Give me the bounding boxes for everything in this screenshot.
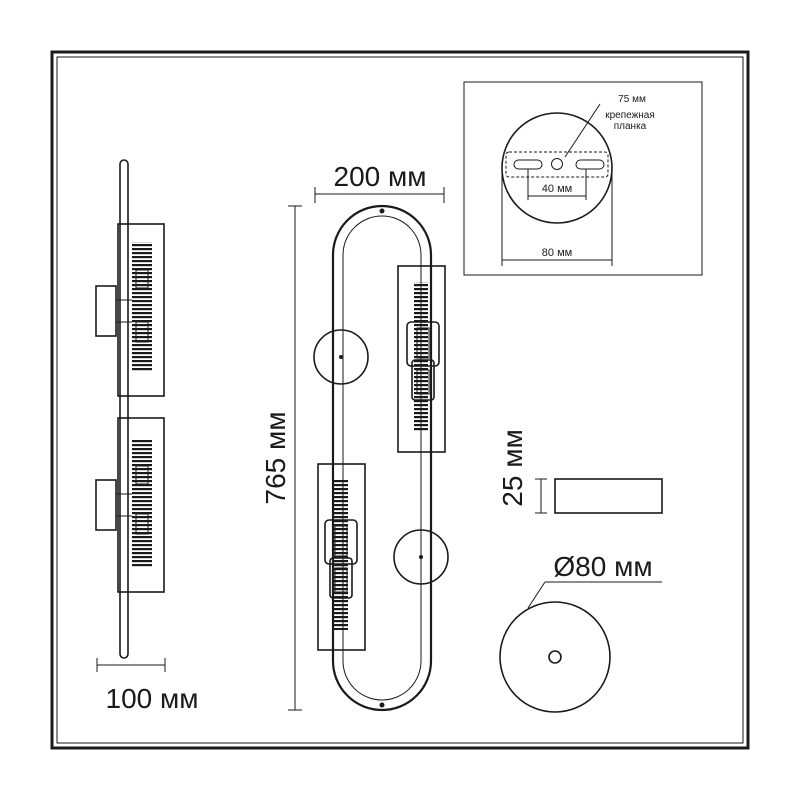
base-side-rect xyxy=(554,478,663,514)
base-side-view: 25 мм xyxy=(497,429,663,514)
side-mount-upper xyxy=(95,285,117,337)
mount-plate-detail: 75 мм крепежная планка 40 мм 80 мм xyxy=(463,81,703,276)
side-shade-upper xyxy=(117,223,165,397)
detail-box xyxy=(463,81,703,276)
base-height-label: 25 мм xyxy=(497,429,528,506)
mount-plate-circle xyxy=(501,112,613,224)
front-wall-mount-upper xyxy=(313,329,369,385)
inner-frame xyxy=(56,56,744,744)
side-rod xyxy=(119,159,129,659)
front-shade-upper xyxy=(397,265,446,453)
base-diameter-label: Ø80 мм xyxy=(553,551,652,582)
front-wall-mount-lower xyxy=(393,529,449,585)
front-shade-lower xyxy=(317,463,366,651)
side-shade-lower xyxy=(117,417,165,593)
front-loop-outer xyxy=(331,204,433,712)
depth-dimension-label: 100 мм xyxy=(106,683,199,714)
front-loop-inner xyxy=(342,215,422,701)
slot-length-label: 75 мм xyxy=(618,94,646,105)
height-dimension-label: 765 мм xyxy=(260,412,291,505)
base-top-view: Ø80 мм xyxy=(499,551,662,713)
width-dimension-label: 200 мм xyxy=(334,161,427,192)
bracket-label-line2: планка xyxy=(614,121,647,132)
side-mount-lower xyxy=(95,479,117,531)
front-view: 200 мм 765 мм xyxy=(260,161,449,712)
mounting-bracket xyxy=(505,151,609,178)
base-top-circle xyxy=(499,601,611,713)
plate-diameter-label: 80 мм xyxy=(542,247,572,259)
hole-spacing-label: 40 мм xyxy=(542,183,572,195)
bracket-label-line1: крепежная xyxy=(605,110,655,121)
side-view: 100 мм xyxy=(95,159,199,714)
outer-frame xyxy=(50,50,750,750)
